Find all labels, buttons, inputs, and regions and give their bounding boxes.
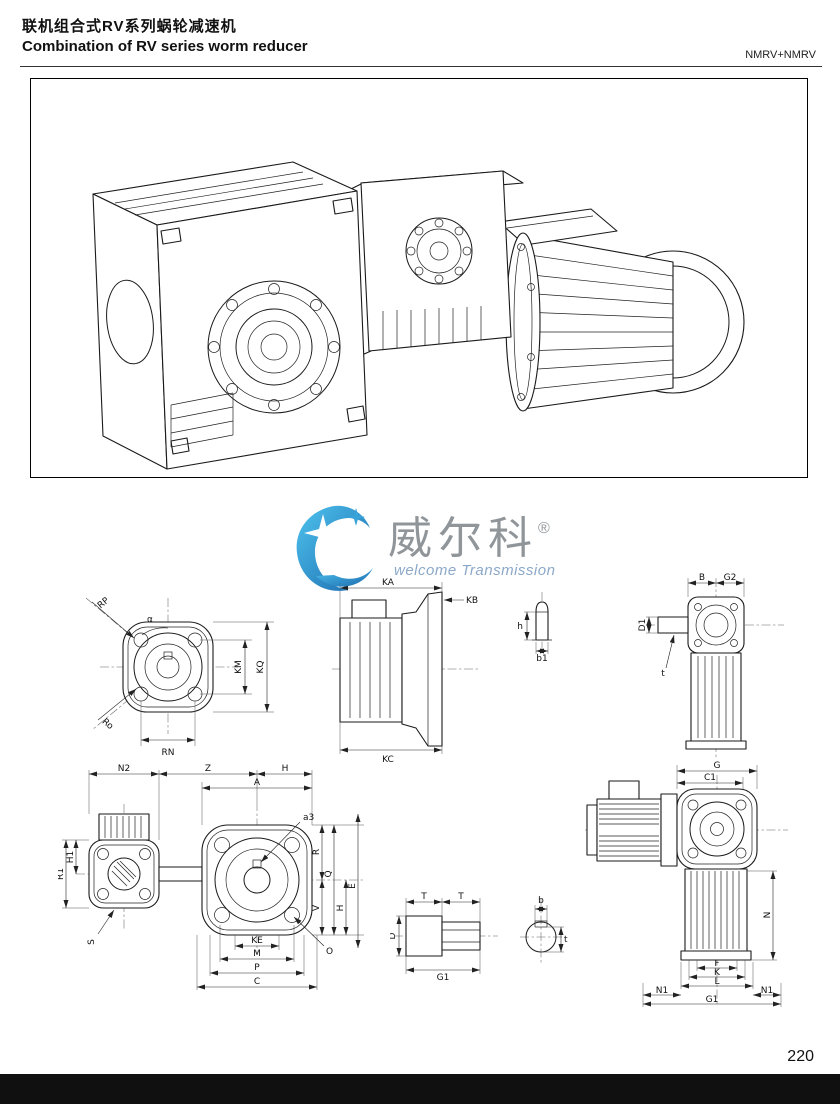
dim-label-n: N <box>763 912 773 919</box>
brand-subtitle: welcome Transmission <box>394 562 556 579</box>
dim-label-l: L <box>714 977 719 987</box>
dim-label-t: t <box>661 669 665 679</box>
small-star-icon <box>347 508 365 526</box>
dim-label-n1-right: N1 <box>761 986 773 996</box>
dim-label-s: S <box>87 939 97 945</box>
dim-label-v: V <box>312 904 322 911</box>
motor-drawing <box>498 208 745 412</box>
dimension-lines <box>642 765 782 1007</box>
brand-watermark: 威尔科® welcome Transmission <box>290 498 580 602</box>
motor-gearbox-assembly-view: G C1 N F K L N1 N1 G1 <box>585 761 788 1007</box>
side-outline <box>339 591 443 747</box>
dimension-lines <box>339 582 464 754</box>
shaft-section-view: T T D G1 <box>390 892 498 982</box>
dim-label-r1: R1 <box>58 868 66 880</box>
model-code: NMRV+NMRV <box>745 49 816 61</box>
dim-label-g1: G1 <box>706 995 719 1005</box>
dim-label-a3: a3 <box>303 813 314 823</box>
dim-label-b: B <box>699 573 705 583</box>
dimension-lines <box>524 611 549 654</box>
gearbox-front-view: N2 Z H A R1 H1 S a3 R Q V H E O KE M P C <box>58 764 364 990</box>
gearbox-side-view: KA KB KC <box>332 578 478 764</box>
dim-label-h1: H1 <box>66 851 76 864</box>
dim-label-t: t <box>564 935 568 945</box>
dimension-lines <box>646 578 745 669</box>
dimension-lines <box>62 770 364 990</box>
dim-label-g1: G1 <box>437 973 450 982</box>
dim-label-alpha: α <box>147 615 153 625</box>
dim-label-ke: KE <box>251 936 263 946</box>
dim-label-n2: N2 <box>118 764 130 774</box>
flange-outline <box>122 621 214 713</box>
dim-label-t2: T <box>457 892 464 902</box>
rear-outline <box>657 596 747 750</box>
dim-label-ka: KA <box>382 578 395 588</box>
dim-label-d1: D1 <box>638 619 648 632</box>
dim-label-n1-left: N1 <box>656 986 668 996</box>
terminal-box <box>498 208 618 246</box>
dim-label-km: KM <box>234 660 244 674</box>
dim-label-m: M <box>253 949 261 959</box>
dim-label-t1: T <box>420 892 427 902</box>
centerlines <box>520 899 562 963</box>
plug-outline <box>532 601 552 641</box>
dim-label-c: C <box>254 977 260 987</box>
dim-label-h-right: H <box>336 905 346 912</box>
motor-outline <box>586 780 678 867</box>
page-title-chinese: 联机组合式RV系列蜗轮减速机 <box>22 18 237 35</box>
plug-detail-view: h b1 <box>517 592 552 662</box>
page-title-english: Combination of RV series worm reducer <box>22 38 308 55</box>
dim-label-r: R <box>312 849 322 855</box>
brand-logo-icon <box>296 505 373 591</box>
dimension-lines <box>396 898 481 974</box>
page-number: 220 <box>787 1048 814 1065</box>
dimension-lines <box>91 601 274 746</box>
dim-label-p: P <box>254 963 260 973</box>
second-gearbox-drawing <box>346 170 524 359</box>
dim-label-d: D <box>390 932 398 939</box>
main-flange-outline <box>201 824 313 936</box>
dim-label-h-top: H <box>282 764 289 774</box>
gearbox-outline <box>676 788 758 961</box>
dim-label-kq: KQ <box>256 661 266 674</box>
main-gearbox-drawing <box>92 161 368 470</box>
dim-label-b: b <box>538 896 544 906</box>
isometric-figure-frame <box>30 78 808 478</box>
dim-label-rn: RN <box>162 748 175 758</box>
worm-reducer-assembly-drawing <box>92 161 745 470</box>
dim-label-b1: b1 <box>536 654 547 662</box>
dim-label-kc: KC <box>382 755 394 764</box>
input-flange-outline <box>88 813 203 909</box>
header-divider <box>20 66 822 67</box>
dim-label-a: A <box>254 778 261 788</box>
keyway-detail-view: b t <box>520 896 568 963</box>
brand-name: 威尔科 <box>388 513 538 564</box>
dim-label-z: Z <box>205 764 211 774</box>
dim-label-k: K <box>714 968 721 978</box>
dim-label-h: h <box>517 622 523 632</box>
dimension-lines <box>534 905 564 953</box>
dim-label-q: Q <box>324 870 334 877</box>
dim-label-g: G <box>714 761 721 771</box>
dim-label-o: O <box>326 947 333 957</box>
gearbox-rear-view: B G2 D1 t <box>638 573 784 758</box>
star-icon <box>304 514 342 552</box>
dim-label-f: F <box>714 959 719 969</box>
output-flange-front-view: RP α KM KQ RN Ro <box>85 596 274 758</box>
dim-label-g2: G2 <box>724 573 737 583</box>
shaft-outline <box>405 915 481 957</box>
dim-label-ro: Ro <box>100 717 116 732</box>
footer-bar <box>0 1074 840 1104</box>
registered-mark: ® <box>538 520 550 537</box>
dim-label-c1: C1 <box>704 773 716 783</box>
dim-label-kb: KB <box>466 596 478 606</box>
dim-label-e: E <box>348 883 358 889</box>
